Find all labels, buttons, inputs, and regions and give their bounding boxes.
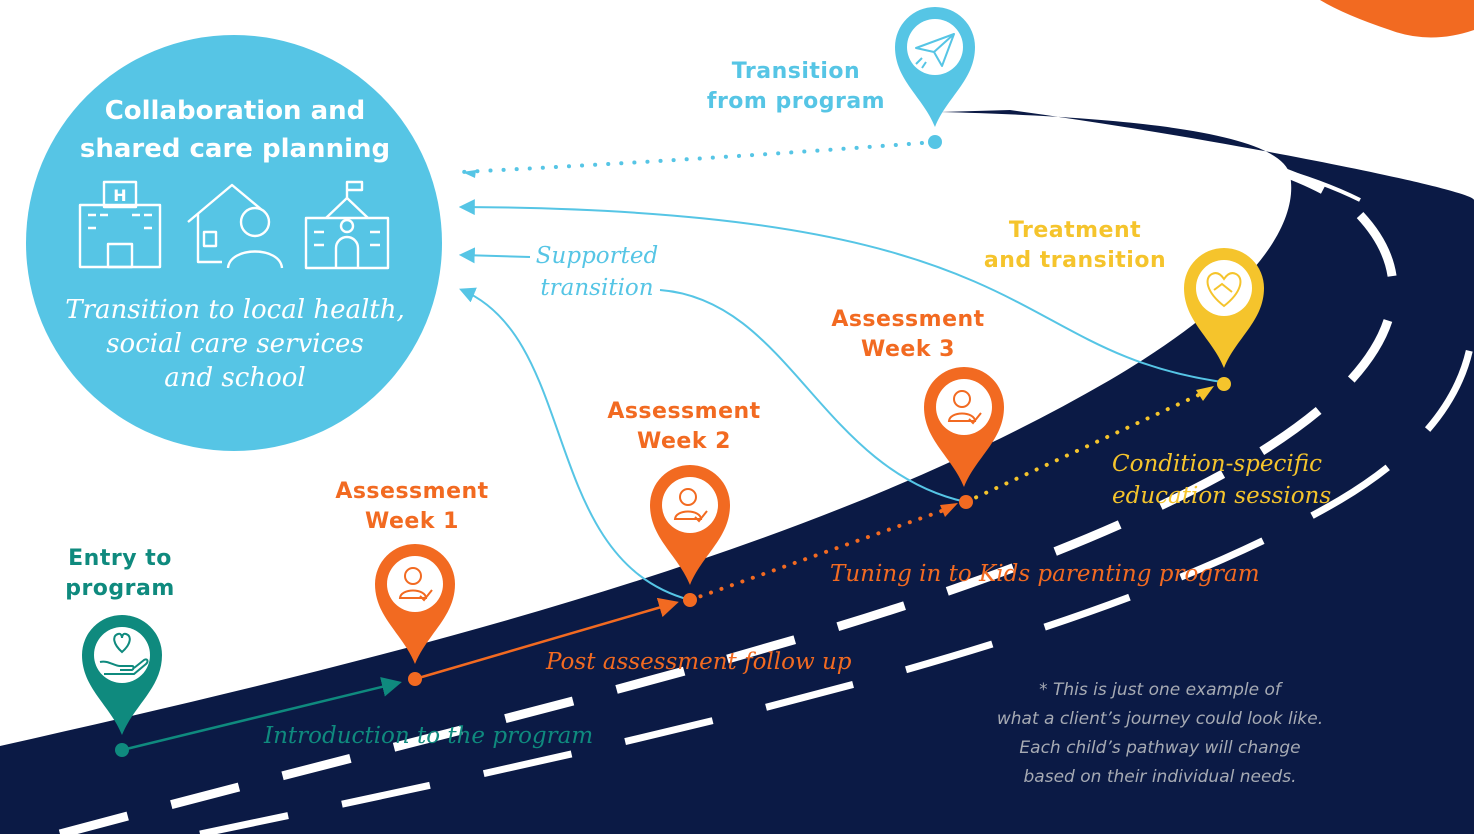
stage-label-week1: Assessment Week 1 bbox=[312, 477, 512, 537]
paper-plane-icon bbox=[915, 33, 955, 69]
node-treatment bbox=[1217, 377, 1231, 391]
stage-label-line: Week 3 bbox=[861, 337, 955, 362]
footnote-line: Each child’s pathway will change bbox=[1019, 738, 1301, 758]
pin-treatment bbox=[1184, 248, 1264, 368]
caption-line: Condition-specific bbox=[1112, 451, 1322, 477]
caption-supported-transition: Supported transition bbox=[532, 240, 662, 304]
clinician-icon bbox=[398, 567, 433, 602]
stage-label-line: Assessment bbox=[335, 479, 489, 504]
caption-line: transition bbox=[540, 275, 654, 301]
stage-label-line: Week 1 bbox=[365, 509, 459, 534]
hub-title-line: Collaboration and bbox=[104, 96, 366, 126]
segment-condition-specific bbox=[964, 390, 1207, 504]
pin-week2 bbox=[650, 465, 730, 585]
stage-label-entry: Entry to program bbox=[40, 544, 200, 604]
node-week2 bbox=[683, 593, 697, 607]
road-edge-line bbox=[199, 299, 1474, 834]
caption-post-assessment: Post assessment follow up bbox=[546, 649, 852, 675]
road-edge-line-top bbox=[949, 120, 1361, 202]
stage-label-line: Week 2 bbox=[637, 429, 731, 454]
hub-subtitle-line: Transition to local health, bbox=[65, 295, 405, 325]
footnote-line: what a client’s journey could look like. bbox=[996, 709, 1324, 729]
stage-label-line: Transition bbox=[731, 59, 861, 84]
stage-label-week3: Assessment Week 3 bbox=[808, 305, 1008, 365]
handshake-heart-icon bbox=[1206, 272, 1242, 308]
heart-hand-icon bbox=[99, 632, 149, 675]
road-center-line bbox=[58, 113, 1398, 834]
footnote: * This is just one example of what a cli… bbox=[930, 676, 1390, 792]
footnote-line: * This is just one example of bbox=[1039, 680, 1281, 700]
segment-introduction bbox=[121, 677, 402, 752]
stage-label-line: Assessment bbox=[607, 399, 761, 424]
hub-circle bbox=[26, 35, 442, 451]
caption-tuning-in: Tuning in to Kids parenting program bbox=[830, 561, 1260, 587]
school-icon bbox=[304, 180, 390, 270]
stage-label-treatment: Treatment and transition bbox=[960, 216, 1190, 276]
svg-text:H: H bbox=[113, 186, 126, 205]
stage-label-line: program bbox=[65, 576, 175, 601]
hub-title: Collaboration and shared care planning bbox=[40, 92, 430, 168]
pin-transition bbox=[895, 7, 975, 127]
segment-post-assessment bbox=[414, 597, 679, 681]
node-transition bbox=[928, 135, 942, 149]
home-support-person-icon bbox=[187, 183, 284, 269]
connector-transition-dotted bbox=[460, 140, 937, 174]
hub-subtitle: Transition to local health, social care … bbox=[40, 293, 430, 395]
hub-subtitle-line: social care services bbox=[106, 329, 364, 359]
hub-subtitle-line: and school bbox=[164, 363, 306, 393]
caption-line: Supported bbox=[535, 243, 659, 269]
clinician-icon bbox=[673, 488, 708, 523]
stage-label-line: and transition bbox=[983, 248, 1167, 273]
stage-label-line: Treatment bbox=[1008, 218, 1142, 243]
hub-title-line: shared care planning bbox=[79, 134, 391, 164]
clinician-icon bbox=[947, 390, 982, 425]
stage-label-week2: Assessment Week 2 bbox=[584, 397, 784, 457]
connector-week2 bbox=[459, 287, 691, 601]
hospital-icon: H bbox=[78, 180, 162, 269]
node-entry bbox=[115, 743, 129, 757]
segment-tuning-in bbox=[688, 506, 952, 602]
node-week3 bbox=[959, 495, 973, 509]
connector-week3 bbox=[659, 289, 967, 503]
pin-week3 bbox=[924, 367, 1004, 487]
caption-introduction: Introduction to the program bbox=[264, 723, 594, 749]
stage-label-line: from program bbox=[706, 89, 886, 114]
stage-label-line: Assessment bbox=[831, 307, 985, 332]
sun-shape bbox=[1320, 0, 1474, 38]
node-week1 bbox=[408, 672, 422, 686]
connector-supported-arrow bbox=[458, 247, 531, 264]
caption-condition-specific: Condition-specific education sessions bbox=[1112, 448, 1331, 512]
road bbox=[0, 110, 1474, 834]
stage-label-transition: Transition from program bbox=[686, 57, 906, 117]
pin-entry bbox=[82, 615, 162, 735]
connector-treatment bbox=[458, 199, 1223, 383]
pin-week1 bbox=[375, 544, 455, 664]
stage-label-line: Entry to bbox=[68, 546, 172, 571]
caption-line: education sessions bbox=[1112, 483, 1332, 509]
footnote-line: based on their individual needs. bbox=[1023, 767, 1297, 787]
